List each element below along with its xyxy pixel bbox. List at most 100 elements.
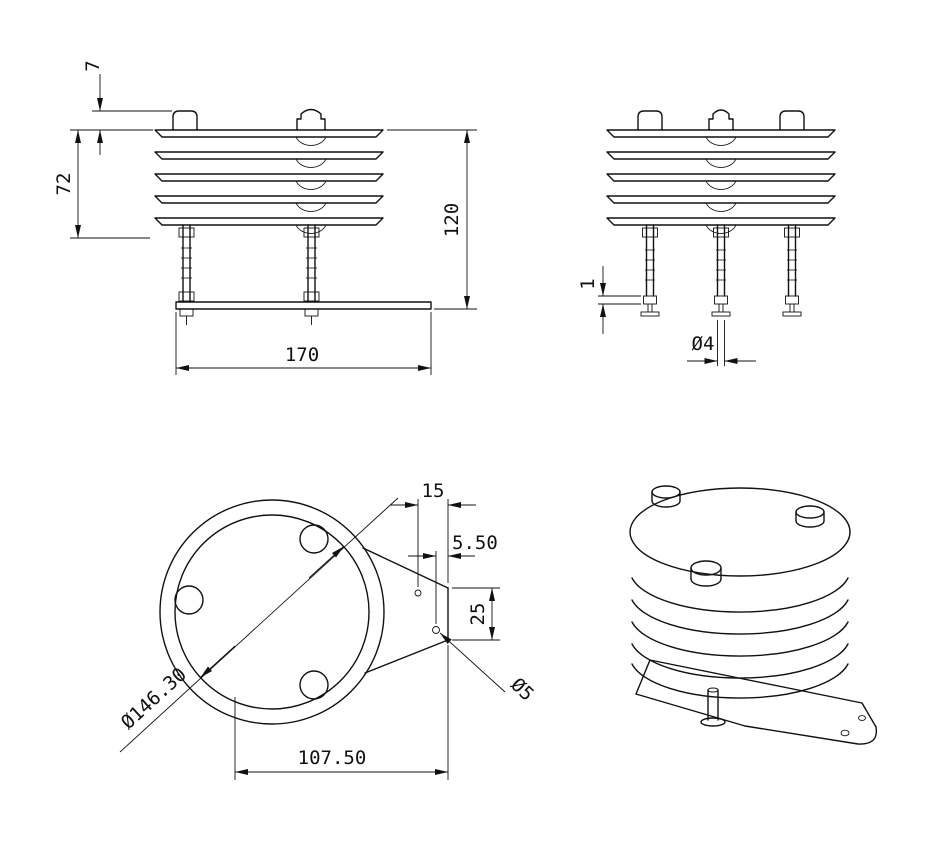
- rod-collar: [303, 227, 320, 238]
- cap-bottom: [795, 520, 825, 528]
- louver-plate: [154, 173, 384, 182]
- dimension-107-50: 107.50: [234, 645, 449, 780]
- cap-bottom: [690, 578, 722, 587]
- leader-line: [439, 632, 506, 693]
- louver-plate: [606, 129, 836, 138]
- small-hole: [414, 589, 422, 597]
- louver-plate: [606, 217, 836, 226]
- louver-rim: [631, 643, 849, 679]
- foot: [711, 311, 731, 317]
- nut: [179, 308, 194, 317]
- louver-rim: [631, 577, 849, 613]
- top-cap: [708, 109, 734, 131]
- dimension-25: 25: [452, 587, 500, 641]
- plate-edge: [364, 639, 449, 674]
- rod-collar: [784, 227, 800, 238]
- side-louver-stack: [606, 109, 836, 234]
- louver-plate: [154, 195, 384, 204]
- roof-disc: [629, 487, 851, 577]
- louver-hub: [295, 202, 327, 212]
- bolt-hole: [174, 585, 204, 615]
- bottom-plate-geometry: [159, 499, 449, 725]
- louver-plate: [154, 151, 384, 160]
- rod-collar: [713, 227, 729, 238]
- dimension-1: 1: [577, 266, 606, 334]
- top-cap: [172, 110, 198, 131]
- dimension-arrow: [200, 645, 236, 678]
- plate-hole: [858, 715, 866, 721]
- side-mounting-rods: [640, 224, 802, 317]
- louver-plate: [606, 151, 836, 160]
- louver-rim: [631, 621, 849, 657]
- iso-mounting-plate: [635, 659, 878, 745]
- isometric-view: [629, 485, 878, 745]
- nut: [643, 295, 657, 305]
- louver-plate: [154, 129, 384, 138]
- rod-collar: [642, 227, 658, 238]
- dimension-170: 170: [176, 344, 431, 371]
- dim-label-hole-diameter: Ø5: [506, 674, 538, 706]
- dim-label-hole-inset: 5.50: [452, 532, 498, 554]
- bottom-view: 15 5.50 25 Ø146.30 Ø5: [117, 480, 538, 780]
- rod-collar: [303, 291, 320, 302]
- dim-label-washer-thickness: 1: [577, 278, 599, 289]
- side-dimensions: 1 Ø4: [577, 266, 756, 366]
- dimension-dia146-30: Ø146.30: [117, 497, 399, 753]
- louver-hub: [705, 224, 737, 234]
- louver-hub: [705, 202, 737, 212]
- dimension-arrow: [308, 546, 344, 579]
- dim-label-base-width: 170: [285, 344, 319, 366]
- louver-hub: [705, 158, 737, 168]
- front-dimensions: 7 72 120 170: [53, 60, 477, 375]
- outer-circle: [159, 499, 385, 725]
- cap-top: [690, 560, 722, 576]
- front-louver-stack: [154, 108, 384, 234]
- dim-label-cap-height: 7: [82, 60, 104, 71]
- plate-edge: [362, 547, 449, 589]
- iso-top-caps: [651, 485, 825, 587]
- louver-hub: [295, 136, 327, 146]
- dim-label-hole-edge-offset: 15: [422, 480, 445, 502]
- top-cap: [637, 110, 663, 131]
- small-hole: [432, 626, 440, 634]
- dim-label-rod-diameter: Ø4: [692, 333, 715, 355]
- base-plate: [175, 301, 432, 310]
- dimension-5-50: 5.50: [408, 532, 498, 624]
- louver-plate: [606, 195, 836, 204]
- dimension-dia4: Ø4: [687, 320, 756, 366]
- plate-hole: [840, 729, 850, 737]
- louver-rim: [631, 663, 849, 699]
- louver-hub: [705, 136, 737, 146]
- foot: [640, 311, 660, 317]
- nut: [785, 295, 799, 305]
- dimension-dia5: Ø5: [439, 632, 538, 706]
- top-cap: [296, 108, 326, 131]
- dim-label-hole-spacing: 25: [467, 603, 489, 626]
- bolt-head: [707, 687, 719, 693]
- bottom-dimensions: 15 5.50 25 Ø146.30 Ø5: [117, 480, 538, 780]
- bolt-hole: [299, 524, 329, 554]
- top-cap: [779, 110, 805, 131]
- louver-hub: [295, 180, 327, 190]
- cap-top: [795, 505, 825, 519]
- dim-label-louver-stack-height: 72: [53, 173, 75, 196]
- inner-circle: [174, 514, 370, 710]
- rod-collar: [178, 291, 195, 302]
- nut: [304, 308, 319, 317]
- dimension-72: 72: [53, 130, 81, 238]
- louver-hub: [705, 180, 737, 190]
- dimension-120: 120: [441, 130, 470, 309]
- cap-bottom: [651, 500, 681, 508]
- louver-plate: [154, 217, 384, 226]
- dim-label-bolt-circle-diameter: Ø146.30: [117, 663, 191, 733]
- louver-hub: [295, 224, 327, 234]
- mounting-plate: [635, 659, 878, 745]
- front-base-plate: [175, 301, 432, 325]
- iso-louver-stack: [631, 577, 849, 699]
- louver-hub: [295, 158, 327, 168]
- bolt-foot: [700, 717, 726, 727]
- bolt-hole: [299, 670, 329, 700]
- dim-label-total-height: 120: [441, 203, 463, 237]
